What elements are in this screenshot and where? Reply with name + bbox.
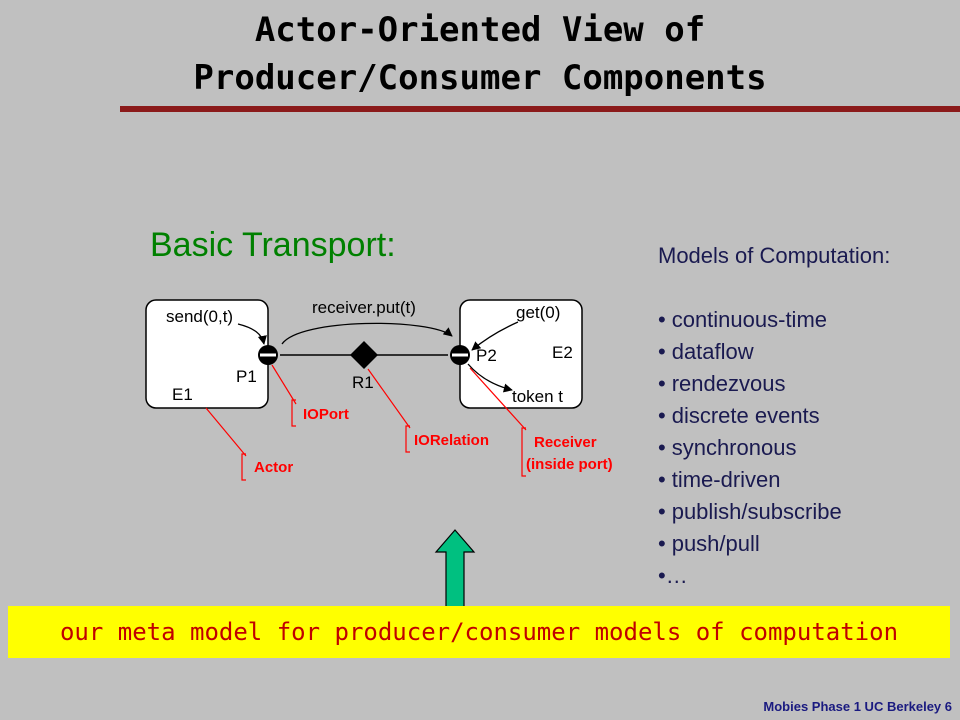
port-p2[interactable] <box>450 345 470 365</box>
models-of-computation: Models of Computation: •continuous-time … <box>658 240 890 592</box>
list-item: •… <box>658 563 688 588</box>
get-arrow <box>471 321 519 351</box>
port-p1-label: P1 <box>236 367 257 386</box>
list-item: •synchronous <box>658 435 797 460</box>
banner-text: our meta model for producer/consumer mod… <box>59 618 899 646</box>
models-heading: Models of Computation: <box>658 243 891 268</box>
token-arrow <box>467 363 513 393</box>
models-list: •continuous-time •dataflow •rendezvous •… <box>658 304 890 592</box>
slide-title: Actor-Oriented View of Producer/Consumer… <box>0 6 960 102</box>
list-item: •continuous-time <box>658 307 828 332</box>
title-rule <box>120 106 960 112</box>
list-item: •rendezvous <box>658 371 786 396</box>
basic-transport-heading: Basic Transport: <box>150 226 396 264</box>
callout-receiver-line-2: (inside port) <box>526 456 613 473</box>
relation-r1-label: R1 <box>352 373 374 392</box>
token-label: token t <box>512 387 563 406</box>
slide-footer: Mobies Phase 1 UC Berkeley 6 <box>763 699 952 714</box>
up-arrow-icon <box>434 529 476 609</box>
port-p2-label: P2 <box>476 346 497 365</box>
actor-e2-label: E2 <box>552 343 573 362</box>
callout-iorelation: IORelation <box>414 432 489 449</box>
put-arrow <box>281 322 453 345</box>
meta-model-banner: our meta model for producer/consumer mod… <box>8 606 950 658</box>
list-item: •time-driven <box>658 467 781 492</box>
receiver-put-label: receiver.put(t) <box>312 298 416 317</box>
send-arrow <box>237 323 267 345</box>
list-item: •publish/subscribe <box>658 499 842 524</box>
port-p1[interactable] <box>258 345 278 365</box>
relation-r1-diamond[interactable] <box>350 341 378 369</box>
get-label: get(0) <box>516 303 560 322</box>
callout-receiver-line-1: Receiver <box>534 434 597 451</box>
list-item: •push/pull <box>658 531 760 556</box>
slide-title-line-1: Actor-Oriented View of <box>254 10 706 50</box>
actor-e1-label: E1 <box>172 385 193 404</box>
callout-actor: Actor <box>254 459 293 476</box>
callout-lines <box>205 364 527 481</box>
list-item: •discrete events <box>658 403 820 428</box>
callout-ioport: IOPort <box>303 406 349 423</box>
slide-title-line-2: Producer/Consumer Components <box>193 58 767 98</box>
send-label: send(0,t) <box>166 307 233 326</box>
list-item: •dataflow <box>658 339 754 364</box>
